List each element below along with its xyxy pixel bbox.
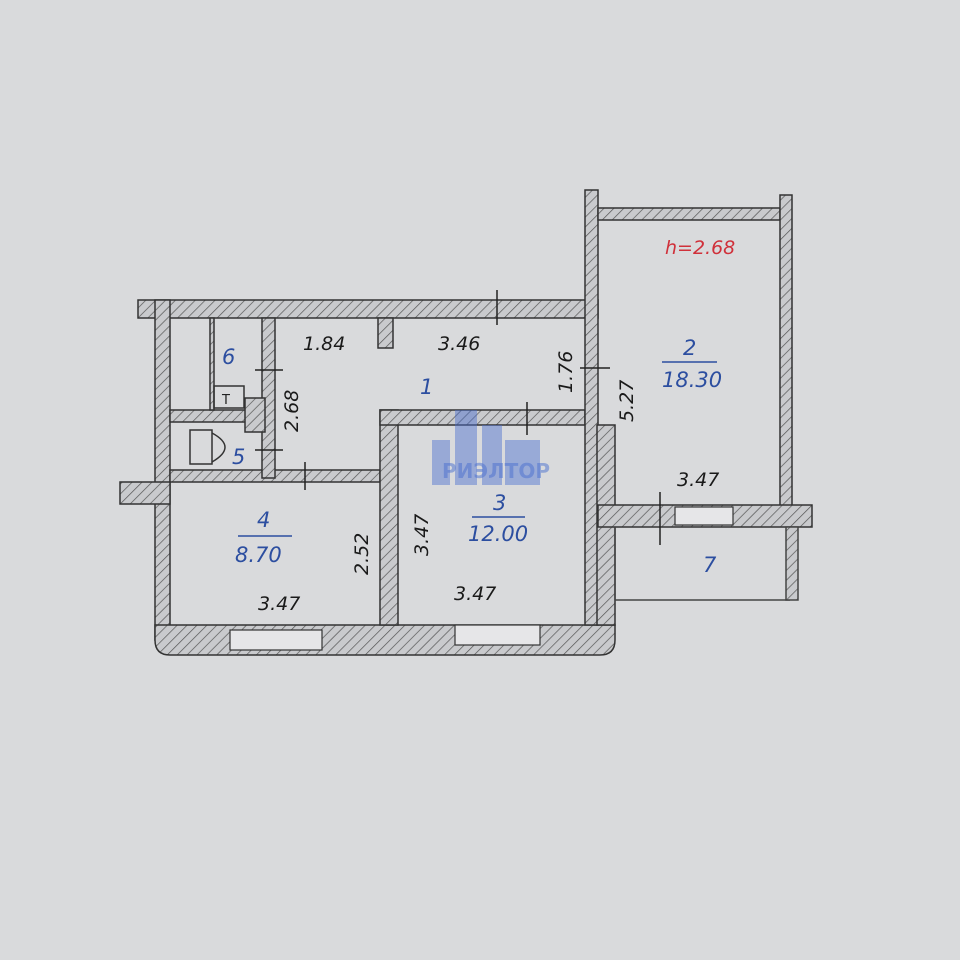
room2-area: 18.30 bbox=[662, 368, 722, 392]
room1-number: 1 bbox=[420, 375, 433, 399]
room1-dim-b: 3.46 bbox=[438, 333, 480, 355]
riser-label: T bbox=[221, 393, 230, 408]
room4-dim-b: 3.47 bbox=[258, 593, 300, 615]
room2-dim-a: 5.27 bbox=[616, 380, 638, 422]
riser bbox=[213, 385, 245, 409]
room6-number: 6 bbox=[222, 345, 235, 369]
room3-dim-a: 3.47 bbox=[411, 514, 433, 556]
ceiling-height: h=2.68 bbox=[665, 237, 735, 259]
watermark-text: РИЭЛТОР bbox=[442, 459, 550, 483]
room4-dim-a: 2.52 bbox=[351, 533, 373, 575]
toilet-icon bbox=[189, 429, 226, 465]
door-marks bbox=[255, 290, 661, 545]
room7-number: 7 bbox=[703, 553, 717, 577]
room4-area: 8.70 bbox=[235, 543, 282, 567]
balcony bbox=[614, 526, 799, 601]
watermark-logo bbox=[432, 410, 540, 485]
windows bbox=[229, 506, 734, 651]
room2-dim-b: 3.47 bbox=[677, 469, 719, 491]
room1-dim-c: 1.76 bbox=[555, 351, 577, 393]
room3-number: 3 bbox=[493, 491, 506, 515]
room5-number: 5 bbox=[232, 445, 245, 469]
room4-number: 4 bbox=[257, 508, 270, 532]
room1-dim-a: 1.84 bbox=[303, 333, 345, 355]
room1-dim-d: 2.68 bbox=[281, 390, 303, 432]
room3-dim-b: 3.47 bbox=[454, 583, 496, 605]
room3-area: 12.00 bbox=[468, 522, 528, 546]
room2-number: 2 bbox=[683, 336, 696, 360]
